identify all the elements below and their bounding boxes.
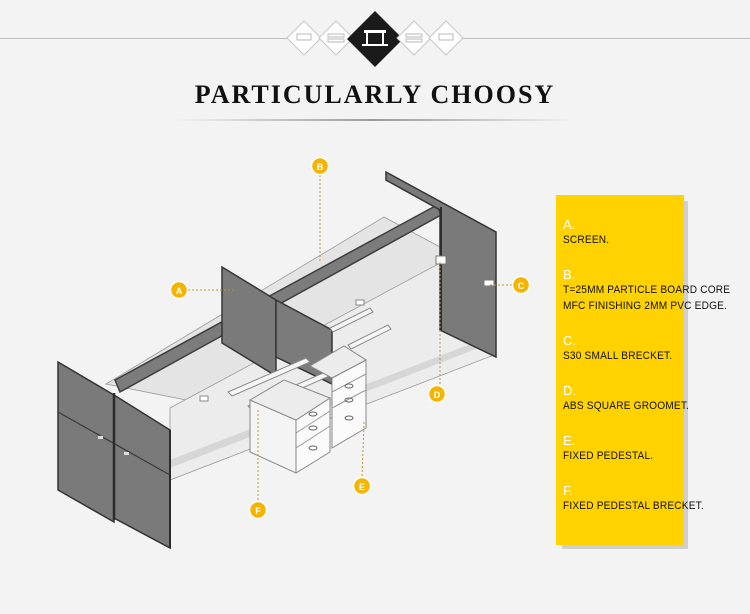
end-screen-left-back xyxy=(57,360,115,524)
callout-b-label: B xyxy=(317,162,324,172)
legend-item-b: B. T=25MM PARTICLE BOARD CORE MFC FINISH… xyxy=(563,267,731,333)
callout-f: F xyxy=(248,500,268,520)
table-outline-icon xyxy=(428,20,464,56)
legend-text: FIXED PEDESTAL. xyxy=(563,450,654,462)
workstation-outline-icon xyxy=(318,20,354,56)
callout-leaders xyxy=(188,175,512,502)
legend-text: FIXED PEDESTAL BRECKET. xyxy=(563,500,704,512)
legend-item-c: C. S30 SMALL BRECKET. xyxy=(563,333,684,383)
callout-e-label: E xyxy=(359,482,365,492)
legend-letter: A. xyxy=(563,217,576,232)
callout-d-label: D xyxy=(434,390,441,400)
legend-letter: E. xyxy=(563,433,576,448)
legend-letter: F. xyxy=(563,483,574,498)
legend-letter: D. xyxy=(563,383,576,398)
callout-c-label: C xyxy=(518,281,525,291)
legend-panel: A. SCREEN. B. T=25MM PARTICLE BOARD CORE… xyxy=(556,195,731,545)
cabinet-outline-icon xyxy=(396,20,432,56)
header-rule-right xyxy=(462,38,750,39)
legend-item-e: E. FIXED PEDESTAL. xyxy=(563,433,684,483)
legend-text: MFC FINISHING 2MM PVC EDGE. xyxy=(563,300,728,312)
legend-letter: C. xyxy=(563,333,576,348)
workstation-drawing: A B C D E F xyxy=(57,156,531,550)
desk-outline-icon xyxy=(286,20,322,56)
legend-item-a: A. SCREEN. xyxy=(563,217,684,267)
legend-text: SCREEN. xyxy=(563,234,610,246)
callout-e: E xyxy=(352,476,372,496)
callout-c: C xyxy=(511,275,531,295)
header-icon-row xyxy=(286,11,464,67)
square-grommet xyxy=(435,255,447,265)
title-underline xyxy=(175,119,575,121)
header-rule-left xyxy=(0,38,290,39)
small-bracket xyxy=(483,279,495,287)
callout-d: D xyxy=(427,384,447,404)
callout-a-label: A xyxy=(176,286,183,296)
page-title: PARTICULARLY CHOOSY xyxy=(194,80,556,109)
legend-item-d: D. ABS SQUARE GROOMET. xyxy=(563,383,690,433)
desk-featured-icon xyxy=(347,11,403,67)
callout-a: A xyxy=(169,280,189,300)
legend-text: S30 SMALL BRECKET. xyxy=(563,350,673,362)
end-screen-left-front xyxy=(113,393,171,550)
callout-f-label: F xyxy=(255,506,261,516)
legend-text: ABS SQUARE GROOMET. xyxy=(563,400,690,412)
pedestal-left xyxy=(248,379,332,474)
legend-letter: B. xyxy=(563,267,576,282)
legend-item-f: F. FIXED PEDESTAL BRECKET. xyxy=(563,483,704,533)
callout-b: B xyxy=(310,156,330,176)
legend-text: T=25MM PARTICLE BOARD CORE xyxy=(563,284,731,296)
pedestal-right xyxy=(308,345,367,449)
